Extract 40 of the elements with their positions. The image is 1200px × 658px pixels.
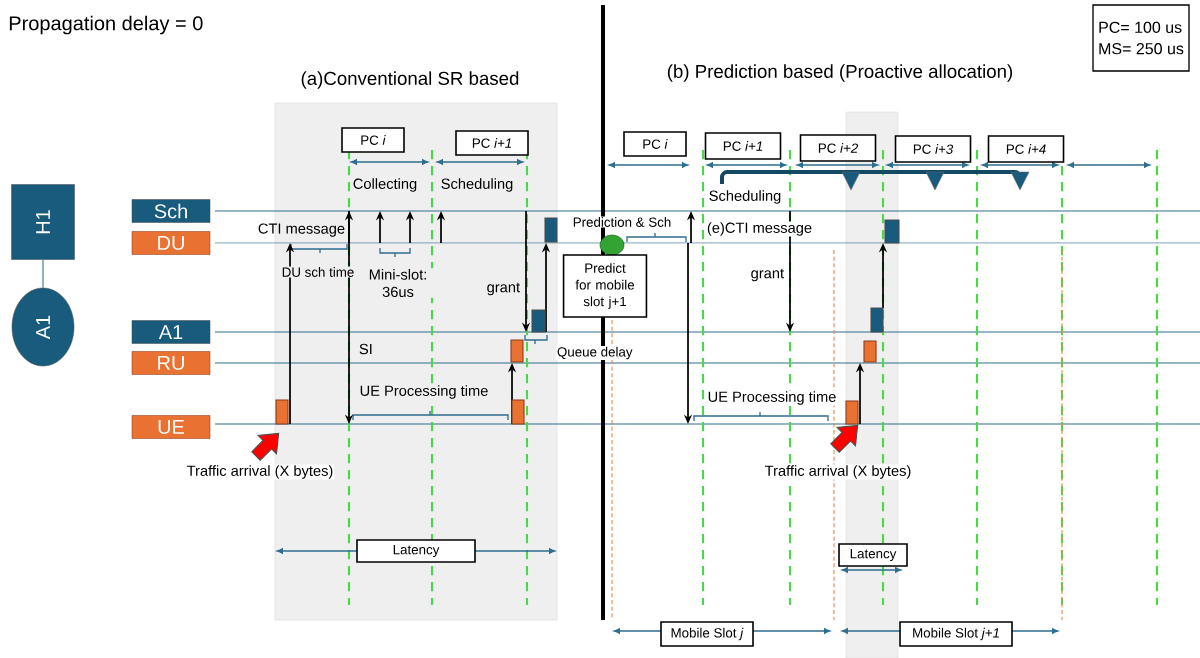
- host-box: H1: [11, 184, 75, 260]
- event-label: Traffic arrival (X bytes): [187, 465, 333, 479]
- oval-node: A1: [11, 287, 75, 367]
- event-label: Traffic arrival (X bytes): [765, 465, 911, 479]
- lane-label: A1: [131, 320, 211, 344]
- lane-label: RU: [131, 351, 211, 375]
- period-label-box: PC i+2: [799, 134, 877, 162]
- duration-label: DU sch time: [282, 267, 354, 277]
- period-label-box: PC i: [341, 127, 405, 153]
- phase-label: Scheduling: [709, 190, 781, 204]
- lane-label: UE: [131, 415, 211, 439]
- slot-label-box: Mobile Slot j: [660, 621, 754, 647]
- phase-label: Scheduling: [441, 178, 513, 192]
- lane-label: DU: [131, 231, 211, 255]
- phase-label: Collecting: [353, 178, 417, 192]
- period-label-box: PC i+1: [704, 132, 782, 160]
- panel-heading: (b) Prediction based (Proactive allocation): [667, 64, 1013, 82]
- message-label: grant: [487, 282, 520, 296]
- message-label: (e)CTI message: [707, 222, 812, 236]
- duration-label: Mini-slot: 36us: [369, 268, 426, 298]
- title: Propagation delay = 0: [9, 15, 203, 35]
- period-label-box: PC i: [623, 131, 687, 157]
- info-box: PC= 100 us MS= 250 us: [1092, 4, 1190, 72]
- period-label-box: PC i+1: [455, 130, 529, 156]
- message-label: CTI message: [258, 223, 345, 237]
- duration-label: Queue delay: [557, 346, 633, 360]
- slot-label-box: Mobile Slot j+1: [899, 621, 1013, 647]
- prediction-box: Predict for mobile slot j+1: [562, 254, 648, 318]
- period-label-box: PC i+3: [894, 135, 972, 163]
- period-label-box: PC i+4: [987, 135, 1065, 163]
- lane-label: Sch: [131, 199, 211, 223]
- latency-box: Latency: [356, 539, 476, 563]
- duration-label: UE Processing time: [360, 385, 488, 399]
- duration-label: UE Processing time: [708, 391, 836, 405]
- latency-box: Latency: [838, 543, 908, 567]
- phase-label: Prediction & Sch: [573, 217, 671, 227]
- connector-line: [42, 259, 44, 289]
- panel-heading: (a)Conventional SR based: [301, 71, 519, 89]
- message-label: grant: [751, 268, 784, 282]
- message-label: SI: [359, 343, 372, 355]
